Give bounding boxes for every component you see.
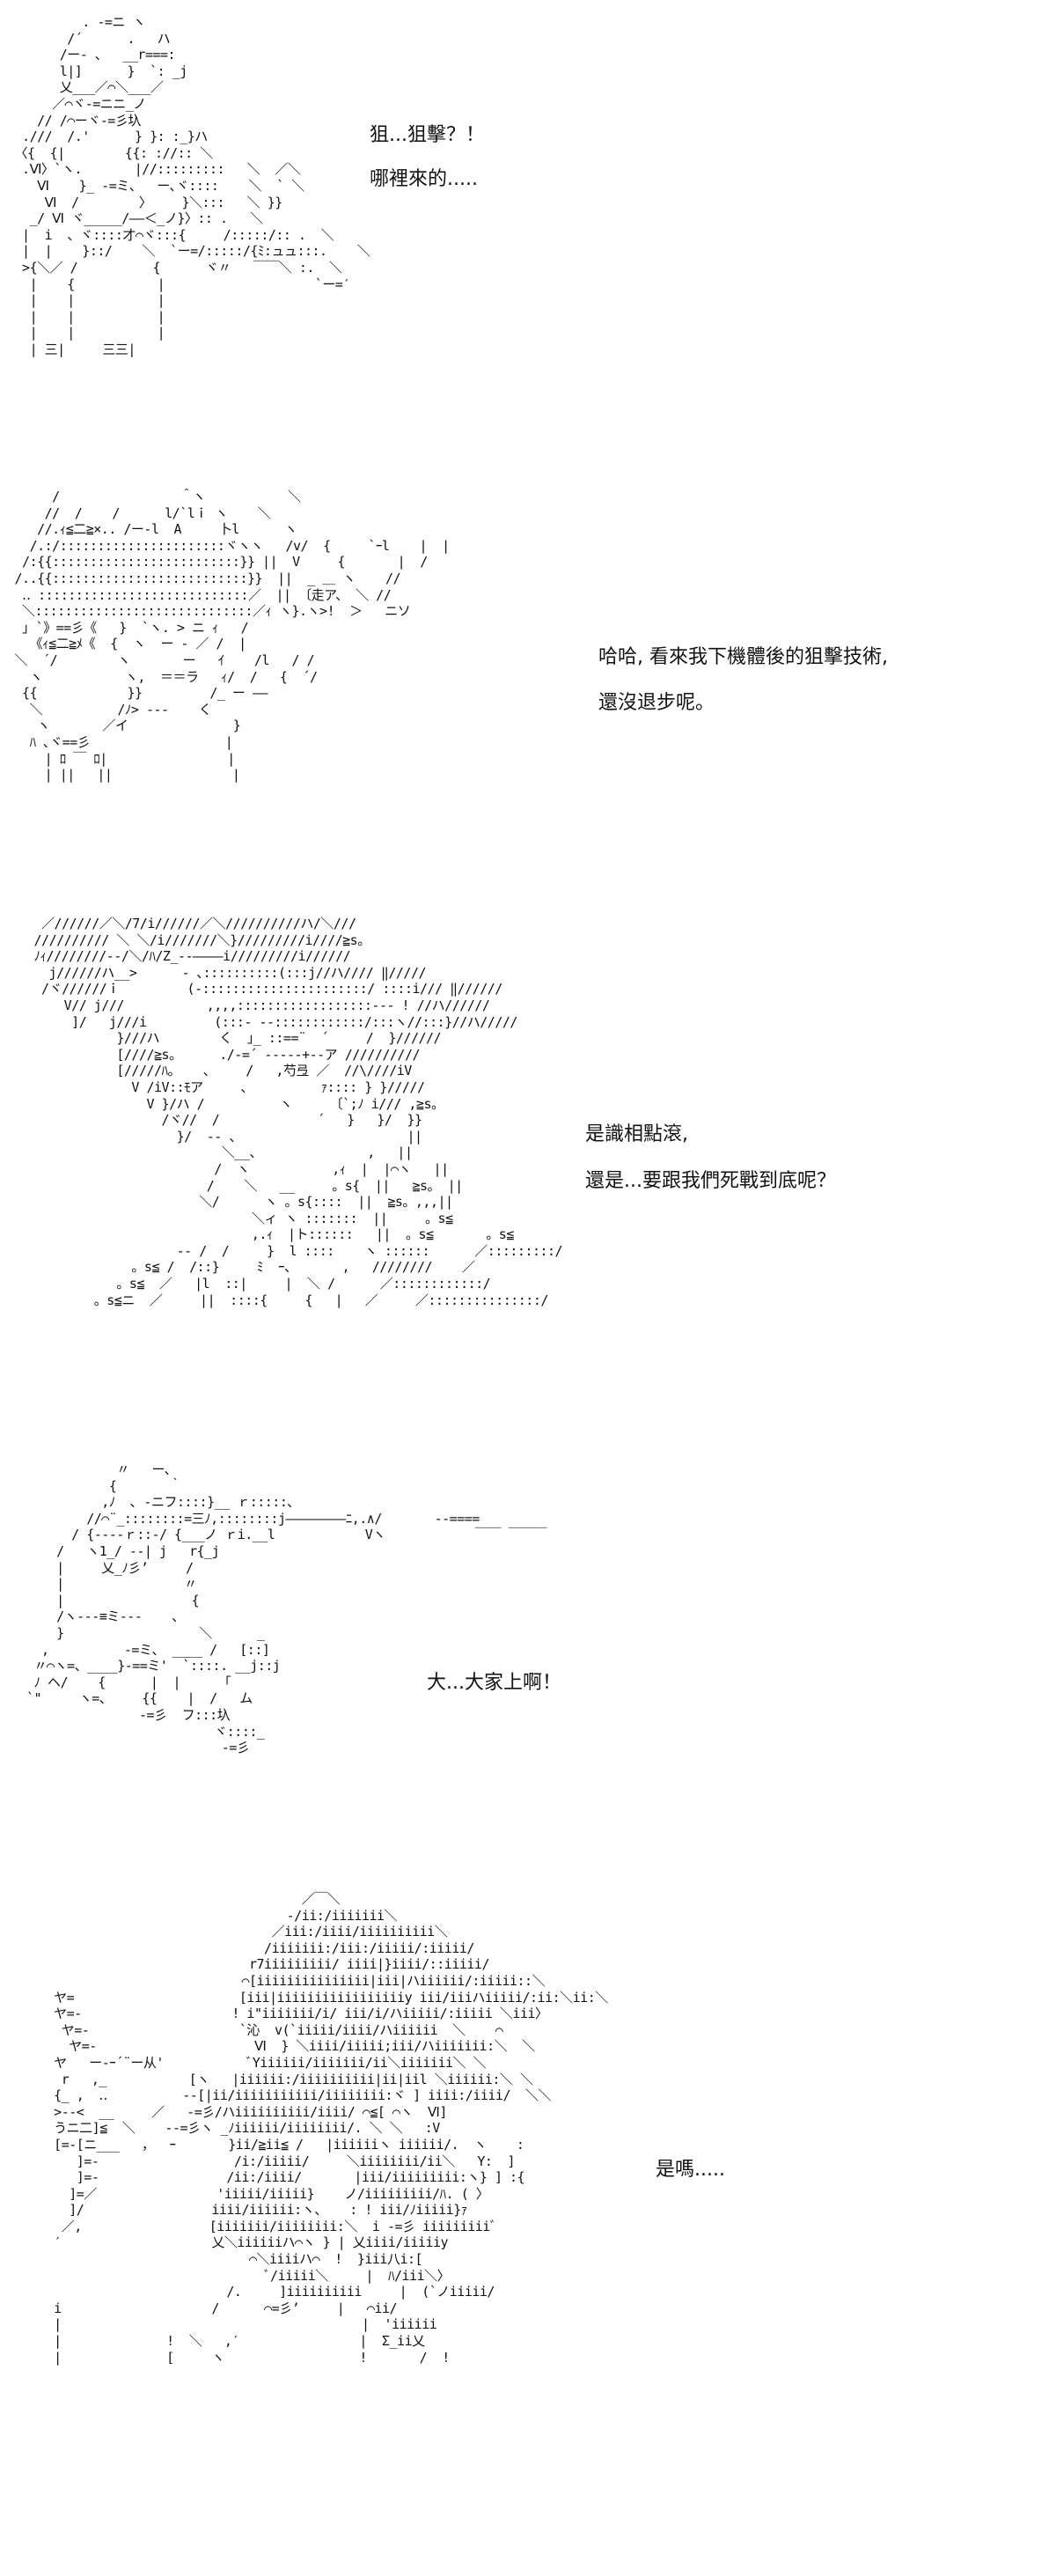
dialogue-line: 還是...要跟我們死戰到底呢？ xyxy=(585,1170,836,1192)
dialogue-line: 還沒退步呢。 xyxy=(598,692,715,714)
ascii-art-sniper-character: / ＾ヽ ＼ // / / l/`lｉ ヽ ＼ //.ｨ≦二≧×.. /ー‐l … xyxy=(14,489,451,784)
dialogue-line: 哪裡來的..... xyxy=(370,168,478,190)
ascii-art-sniper-helmet-figure: . -=ニ ヽ /´ . ハ /ー‐ 、 __r===: l|] } `: _j… xyxy=(14,14,370,357)
ascii-art-gunner-character: 〃 ー､ { ｀ ,ﾉ ､ ‐ニフ::::}__ ｒ:::::､ //⌒¨_::… xyxy=(26,1461,547,1756)
ascii-art-robed-character: ／//////／＼/7/i//////／＼//////////ハ/＼/// //… xyxy=(33,916,563,1308)
ascii-art-long-haired-character: ／￣＼ ‐/ii:/iiiiiii＼ ／iii:/iiii/iiiiiiiiii… xyxy=(54,1891,608,2366)
dialogue-line: 是識相點滾, xyxy=(585,1123,688,1145)
dialogue-line: 狙...狙擊？！ xyxy=(370,124,485,146)
dialogue-line: 是嗎..... xyxy=(656,2159,725,2181)
dialogue-line: 哈哈, 看來我下機體後的狙擊技術, xyxy=(598,646,888,668)
dialogue-line: 大...大家上啊！ xyxy=(427,1672,561,1694)
